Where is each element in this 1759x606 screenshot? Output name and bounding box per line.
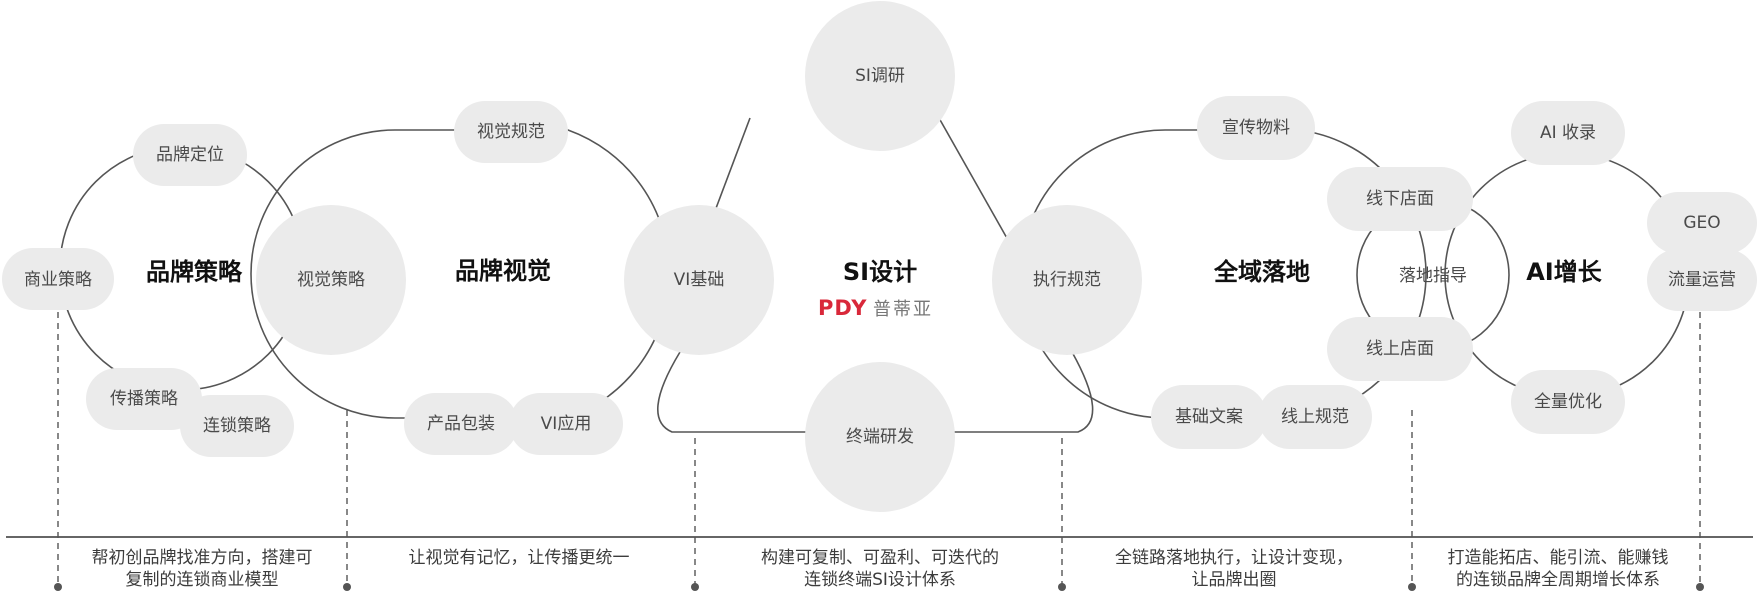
descriptions: 帮初创品牌找准方向，搭建可 复制的连锁商业模型 让视觉有记忆，让传播更统一 构建… bbox=[92, 548, 1669, 590]
desc-si-design-line-1: 构建可复制、可盈利、可迭代的 bbox=[761, 548, 999, 568]
section-si-design: SI调研 终端研发 执行规范 SI设计 PDY 普蒂亚 bbox=[805, 1, 1142, 512]
node-brand-positioning-label: 品牌定位 bbox=[156, 145, 224, 165]
node-vi-basics-label: VI基础 bbox=[674, 270, 725, 290]
dividers bbox=[6, 312, 1753, 591]
node-full-optimization[interactable] bbox=[1511, 370, 1625, 434]
node-si-research[interactable] bbox=[805, 1, 955, 151]
node-geo-label: GEO bbox=[1683, 213, 1720, 233]
node-ai-indexing-label: AI 收录 bbox=[1540, 123, 1596, 143]
desc-ai-growth-line-1: 打造能拓店、能引流、能赚钱 bbox=[1448, 548, 1669, 568]
node-landing-guide-label: 落地指导 bbox=[1399, 266, 1467, 286]
divider-dot-2 bbox=[343, 583, 351, 591]
node-online-standard[interactable] bbox=[1258, 385, 1372, 449]
node-traffic-operation-label: 流量运营 bbox=[1668, 270, 1736, 290]
node-offline-store-label: 线下店面 bbox=[1366, 189, 1434, 209]
node-traffic-operation[interactable] bbox=[1647, 249, 1757, 311]
logo-name: 普蒂亚 bbox=[873, 299, 933, 320]
node-geo[interactable] bbox=[1647, 192, 1757, 254]
node-ai-indexing[interactable] bbox=[1511, 101, 1625, 165]
node-full-optimization-label: 全量优化 bbox=[1534, 392, 1602, 412]
section-ai-growth: AI 收录 GEO 流量运营 全量优化 AI增长 bbox=[1511, 101, 1757, 434]
node-execution-standard[interactable] bbox=[992, 205, 1142, 355]
desc-brand-strategy-line-2: 复制的连锁商业模型 bbox=[126, 570, 279, 590]
node-chain-strategy[interactable] bbox=[180, 395, 294, 457]
node-vi-application[interactable] bbox=[509, 393, 623, 455]
node-online-store-label: 线上店面 bbox=[1366, 339, 1434, 359]
logo-mark: PDY bbox=[818, 296, 868, 320]
section-title-si-design: SI设计 bbox=[843, 258, 917, 286]
desc-brand-visual-line-1: 让视觉有记忆，让传播更统一 bbox=[409, 548, 630, 568]
node-terminal-development-label: 终端研发 bbox=[846, 427, 914, 447]
node-terminal-development[interactable] bbox=[805, 362, 955, 512]
desc-ai-growth-line-2: 的连锁品牌全周期增长体系 bbox=[1456, 570, 1660, 590]
node-visual-strategy[interactable] bbox=[256, 205, 406, 355]
desc-full-landing-line-2: 让品牌出圈 bbox=[1192, 570, 1277, 590]
node-business-strategy[interactable] bbox=[2, 248, 114, 310]
node-basic-copy-label: 基础文案 bbox=[1175, 407, 1243, 427]
node-visual-standard-label: 视觉规范 bbox=[477, 122, 545, 142]
node-brand-positioning[interactable] bbox=[133, 124, 247, 186]
desc-full-landing-line-1: 全链路落地执行，让设计变现， bbox=[1115, 548, 1353, 568]
node-vi-basics[interactable] bbox=[624, 205, 774, 355]
divider-dot-5 bbox=[1408, 583, 1416, 591]
section-title-ai-growth: AI增长 bbox=[1526, 258, 1603, 286]
node-si-research-label: SI调研 bbox=[855, 66, 905, 86]
section-title-full-landing: 全域落地 bbox=[1213, 258, 1310, 286]
node-product-packaging[interactable] bbox=[404, 393, 518, 455]
node-offline-store[interactable] bbox=[1327, 167, 1473, 231]
node-communication-strategy[interactable] bbox=[86, 368, 202, 430]
node-online-standard-label: 线上规范 bbox=[1281, 407, 1349, 427]
node-basic-copy[interactable] bbox=[1151, 385, 1267, 449]
divider-dot-6 bbox=[1696, 583, 1704, 591]
node-business-strategy-label: 商业策略 bbox=[24, 270, 92, 290]
divider-dot-1 bbox=[54, 583, 62, 591]
section-brand-strategy: 品牌定位 商业策略 传播策略 连锁策略 视觉策略 品牌策略 bbox=[2, 124, 406, 457]
section-title-brand-strategy: 品牌策略 bbox=[146, 258, 243, 286]
node-communication-strategy-label: 传播策略 bbox=[110, 389, 178, 409]
node-promo-materials[interactable] bbox=[1197, 96, 1315, 160]
si-design-link-right bbox=[938, 117, 1009, 241]
node-chain-strategy-label: 连锁策略 bbox=[203, 416, 271, 436]
desc-brand-strategy-line-1: 帮初创品牌找准方向，搭建可 bbox=[92, 548, 313, 568]
node-visual-strategy-label: 视觉策略 bbox=[297, 270, 365, 290]
desc-si-design-line-2: 连锁终端SI设计体系 bbox=[804, 570, 956, 590]
node-online-store[interactable] bbox=[1327, 317, 1473, 381]
node-vi-application-label: VI应用 bbox=[541, 414, 592, 434]
section-title-brand-visual: 品牌视觉 bbox=[455, 257, 551, 285]
divider-dot-3 bbox=[691, 583, 699, 591]
section-brand-visual: 视觉规范 产品包装 VI应用 VI基础 品牌视觉 bbox=[404, 101, 774, 455]
node-visual-standard[interactable] bbox=[454, 101, 568, 163]
divider-dot-4 bbox=[1058, 583, 1066, 591]
section-full-landing: 宣传物料 线下店面 落地指导 线上店面 基础文案 线上规范 全域落地 bbox=[1151, 96, 1473, 449]
node-execution-standard-label: 执行规范 bbox=[1033, 270, 1101, 290]
node-product-packaging-label: 产品包装 bbox=[427, 414, 495, 434]
node-promo-materials-label: 宣传物料 bbox=[1222, 118, 1290, 138]
